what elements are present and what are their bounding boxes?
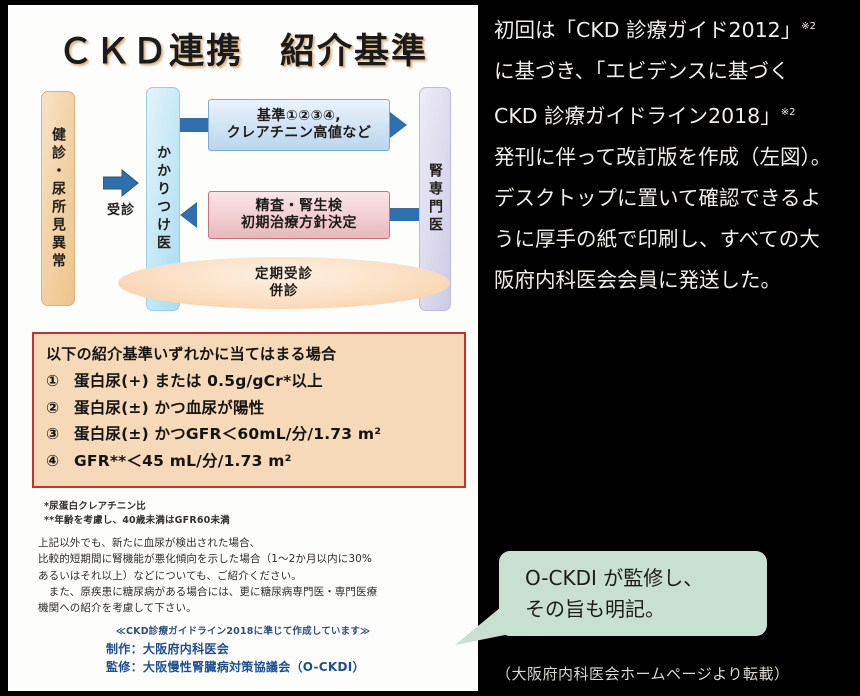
poster-credits: 制作：大阪府内科医会 監修：大阪慢性腎臓病対策協議会（O-CKDI） (106, 642, 365, 674)
annotation-callout-text: O-CKDI が監修し、 その旨も明記。 (525, 566, 704, 621)
flow-node-nephrologist-label: 腎専門医 (427, 163, 443, 235)
annotation-callout-bubble: O-CKDI が監修し、 その旨も明記。 (499, 551, 767, 636)
arrowhead-left-bottom (180, 202, 197, 228)
article-line: 初回は「CKD 診療ガイド2012」※2 (494, 6, 854, 51)
image-source-caption: （大阪府内科医会ホームページより転載） (496, 665, 790, 683)
criteria-item: ① 蛋白尿(+) または 0.5g/gCr*以上 (46, 369, 452, 391)
referral-flow-diagram: 健診・尿所見異常 受診 かかりつけ医 基準①②③④, クレアチニン高値など 精査… (8, 87, 478, 327)
article-line-superscript: ※2 (801, 21, 816, 32)
arrow-label-visit: 受診 (106, 203, 135, 218)
criteria-item-text: GFR**＜45 mL/分/1.73 m² (74, 451, 292, 470)
article-line: に基づき、「エビデンスに基づく (494, 51, 854, 92)
callout-referral-criteria: 基準①②③④, クレアチニン高値など (208, 99, 390, 151)
criteria-item-text: 蛋白尿(+) または 0.5g/gCr*以上 (74, 372, 323, 390)
callout-referral-criteria-text: 基準①②③④, クレアチニン高値など (226, 107, 372, 142)
article-line: デスクトップに置いて確認できるよ (494, 178, 854, 219)
criteria-item-number: ③ (46, 425, 60, 443)
article-line: うに厚手の紙で印刷し、すべての大 (494, 219, 854, 260)
article-line-text: に基づき、「エビデンスに基づく (494, 58, 790, 83)
article-line-superscript: ※2 (780, 106, 796, 118)
callout-workup: 精査・腎生検 初期治療方針決定 (208, 191, 390, 239)
connector-stub-top (180, 118, 210, 132)
additional-notes: 上記以外でも、新たに血尿が検出された場合、 比較的短期間に腎機能が悪化傾向を示し… (38, 537, 378, 615)
connector-stub-bottom (390, 208, 420, 221)
article-line-text: デスクトップに置いて確認できるよ (494, 185, 821, 210)
article-line: 阪府内科医会会員に発送した。 (494, 260, 854, 301)
arrow-right-icon (103, 169, 139, 197)
shared-care-ellipse: 定期受診 併診 (118, 257, 450, 309)
criteria-footnotes: *尿蛋白クレアチニン比 **年齢を考慮し、40歳未満はGFR60未満 (44, 501, 230, 526)
criteria-item-text: 蛋白尿(±) かつGFR＜60mL/分/1.73 m² (74, 425, 382, 443)
criteria-item-number: ① (46, 372, 60, 390)
callout-workup-text: 精査・腎生検 初期治療方針決定 (241, 197, 357, 232)
page-title: ＣＫＤ連携 紹介基準 (57, 32, 428, 72)
article-line-text: 初回は「CKD 診療ガイド2012」 (494, 17, 802, 42)
shared-care-label: 定期受診 併診 (255, 266, 313, 299)
article-line-text: 発刊に伴って改訂版を作成（左図）。 (494, 144, 832, 169)
article-line: CKD 診療ガイドライン2018」※2 (494, 92, 854, 137)
criteria-item-text: 蛋白尿(±) かつ血尿が陽性 (74, 398, 265, 417)
flow-node-primary-care-label: かかりつけ医 (155, 145, 171, 253)
arrowhead-right-top (390, 112, 407, 138)
flow-node-screening: 健診・尿所見異常 (41, 91, 75, 306)
guideline-source-note: ≪CKD診療ガイドライン2018に準じて作成しています≫ (115, 626, 371, 637)
criteria-item-number: ④ (46, 451, 60, 470)
article-line: 発刊に伴って改訂版を作成（左図）。 (494, 137, 854, 178)
article-line-text: うに厚手の紙で印刷し、すべての大 (494, 226, 820, 251)
criteria-item: ② 蛋白尿(±) かつ血尿が陽性 (46, 396, 452, 418)
article-line-text: CKD 診療ガイドライン2018」 (494, 103, 781, 128)
ckd-referral-poster: ＣＫＤ連携 紹介基準 健診・尿所見異常 受診 かかりつけ医 基準①②③④, クレ… (8, 5, 478, 691)
criteria-heading: 以下の紹介基準いずれかに当てはまる場合 (46, 345, 337, 363)
article-line-text: 阪府内科医会会員に発送した。 (494, 267, 781, 292)
referral-criteria-box: 以下の紹介基準いずれかに当てはまる場合 ① 蛋白尿(+) または 0.5g/gCr… (32, 332, 466, 488)
flow-node-screening-label: 健診・尿所見異常 (50, 126, 66, 271)
criteria-item: ③ 蛋白尿(±) かつGFR＜60mL/分/1.73 m² (46, 422, 452, 444)
criteria-item: ④ GFR**＜45 mL/分/1.73 m² (46, 449, 452, 471)
criteria-item-number: ② (46, 398, 60, 417)
